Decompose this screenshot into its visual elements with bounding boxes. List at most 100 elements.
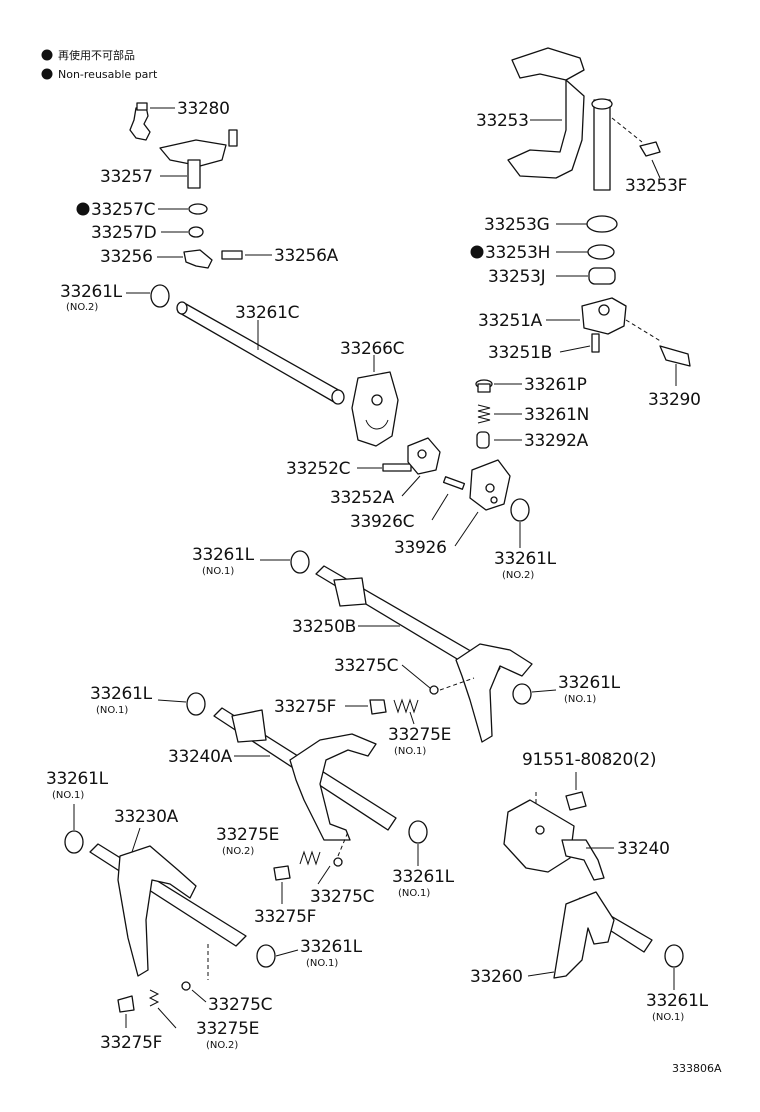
part-33280-shape <box>129 102 151 141</box>
sub-no2-b: (NO.2) <box>502 570 534 581</box>
sub-no1-j: (NO.1) <box>652 1012 684 1023</box>
part-33257c-shape <box>188 203 208 215</box>
part-33261p-shape <box>475 379 493 393</box>
non-reusable-marker-icon <box>41 68 53 80</box>
label-33280[interactable]: 33280 <box>177 99 230 119</box>
part-33250b-shape <box>315 565 533 743</box>
label-33253f[interactable]: 33253F <box>625 176 687 196</box>
part-33275e-shape <box>299 850 321 866</box>
part-33251b-shape <box>591 333 600 353</box>
label-33275e-a[interactable]: 33275E <box>388 725 451 745</box>
part-33275e-shape <box>393 698 419 714</box>
sub-no2-a: (NO.2) <box>66 302 98 313</box>
label-33261l-d[interactable]: 33261L <box>558 673 621 693</box>
label-33257d[interactable]: 33257D <box>91 223 157 243</box>
label-33275c-a[interactable]: 33275C <box>334 656 398 676</box>
label-33290[interactable]: 33290 <box>648 390 701 410</box>
label-33926[interactable]: 33926 <box>394 538 447 558</box>
non-reusable-marker-icon <box>41 49 53 61</box>
part-33261l-shape <box>256 944 276 968</box>
part-33275f-shape <box>369 699 387 715</box>
label-33256[interactable]: 33256 <box>100 247 153 267</box>
label-33257c[interactable]: 33257C <box>91 200 155 220</box>
label-33240[interactable]: 33240 <box>617 839 670 859</box>
diagram-code: 333806A <box>672 1062 722 1075</box>
label-33926c[interactable]: 33926C <box>350 512 414 532</box>
label-33275c-c[interactable]: 33275C <box>208 995 272 1015</box>
label-33261l-c[interactable]: 33261L <box>192 545 255 565</box>
label-33275e-b[interactable]: 33275E <box>216 825 279 845</box>
part-33256-shape <box>183 249 213 269</box>
part-33261l-shape <box>186 692 206 716</box>
part-33230a-shape <box>89 843 247 977</box>
part-33261l-shape <box>64 830 84 854</box>
part-33275f-shape <box>117 995 135 1013</box>
sub-no1-e: (NO.1) <box>394 746 426 757</box>
part-33290-shape <box>659 345 691 367</box>
label-33253[interactable]: 33253 <box>476 111 529 131</box>
label-91551[interactable]: 91551-80820(2) <box>522 750 656 770</box>
part-33261l-shape <box>512 683 532 705</box>
label-33253h[interactable]: 33253H <box>485 243 550 263</box>
label-33261l-h[interactable]: 33261L <box>300 937 363 957</box>
label-33251a[interactable]: 33251A <box>478 311 543 331</box>
label-33275c-b[interactable]: 33275C <box>310 887 374 907</box>
part-33251a-shape <box>581 297 627 335</box>
label-33256a[interactable]: 33256A <box>274 246 339 266</box>
part-33256a-shape <box>221 250 243 260</box>
part-33252a-shape <box>407 437 441 475</box>
label-33261l-g[interactable]: 33261L <box>392 867 455 887</box>
label-33261c[interactable]: 33261C <box>235 303 299 323</box>
part-33240a-shape <box>213 707 397 841</box>
label-33292a[interactable]: 33292A <box>524 431 589 451</box>
bolt-91551-shape <box>565 791 587 811</box>
label-33252a[interactable]: 33252A <box>330 488 395 508</box>
label-33253j[interactable]: 33253J <box>488 267 546 287</box>
part-33266c-shape <box>351 371 399 447</box>
part-33257-shape <box>159 129 238 189</box>
legend-jp: 再使用不可部品 <box>58 48 135 62</box>
part-33260-shape <box>553 891 653 979</box>
label-33251b[interactable]: 33251B <box>488 343 552 363</box>
part-33275e-shape <box>148 989 160 1007</box>
label-33261p[interactable]: 33261P <box>524 375 587 395</box>
part-33261n-shape <box>477 404 491 424</box>
label-33261l-b[interactable]: 33261L <box>494 549 557 569</box>
label-33261n[interactable]: 33261N <box>524 405 589 425</box>
part-33275c-shape <box>181 981 191 991</box>
label-33252c[interactable]: 33252C <box>286 459 350 479</box>
label-33261l-f[interactable]: 33261L <box>46 769 109 789</box>
label-33275f-b[interactable]: 33275F <box>254 907 316 927</box>
label-33240a[interactable]: 33240A <box>168 747 233 767</box>
label-33257[interactable]: 33257 <box>100 167 153 187</box>
label-33261l-i[interactable]: 33261L <box>646 991 709 1011</box>
sub-no2-d: (NO.2) <box>206 1040 238 1051</box>
part-33253g-shape <box>586 215 618 233</box>
label-33253g[interactable]: 33253G <box>484 215 550 235</box>
label-33275e-c[interactable]: 33275E <box>196 1019 259 1039</box>
label-33260[interactable]: 33260 <box>470 967 523 987</box>
part-33261l-shape <box>150 284 170 308</box>
sub-no1-h: (NO.1) <box>52 790 84 801</box>
label-33230a[interactable]: 33230A <box>114 807 179 827</box>
part-33275c-shape <box>333 857 343 867</box>
part-33253h-shape <box>587 244 615 260</box>
part-33926c-shape <box>442 476 466 490</box>
label-33261l-a[interactable]: 33261L <box>60 282 123 302</box>
part-33261l-shape <box>664 944 684 968</box>
sub-no1-i: (NO.1) <box>306 958 338 969</box>
label-33275f-a[interactable]: 33275F <box>274 697 336 717</box>
part-33292a-shape <box>476 431 490 449</box>
label-33275f-c[interactable]: 33275F <box>100 1033 162 1053</box>
part-33253f-shape <box>639 141 661 157</box>
sub-no1-d: (NO.1) <box>564 694 596 705</box>
part-33275c-shape <box>429 685 439 695</box>
label-33266c[interactable]: 33266C <box>340 339 404 359</box>
part-33240-shape <box>503 799 605 881</box>
sub-no1-g: (NO.1) <box>398 888 430 899</box>
label-33261l-e[interactable]: 33261L <box>90 684 153 704</box>
part-33252c-shape <box>382 463 412 472</box>
non-reusable-marker-icon <box>76 202 90 216</box>
label-33250b[interactable]: 33250B <box>292 617 356 637</box>
part-33261l-shape <box>408 820 428 844</box>
